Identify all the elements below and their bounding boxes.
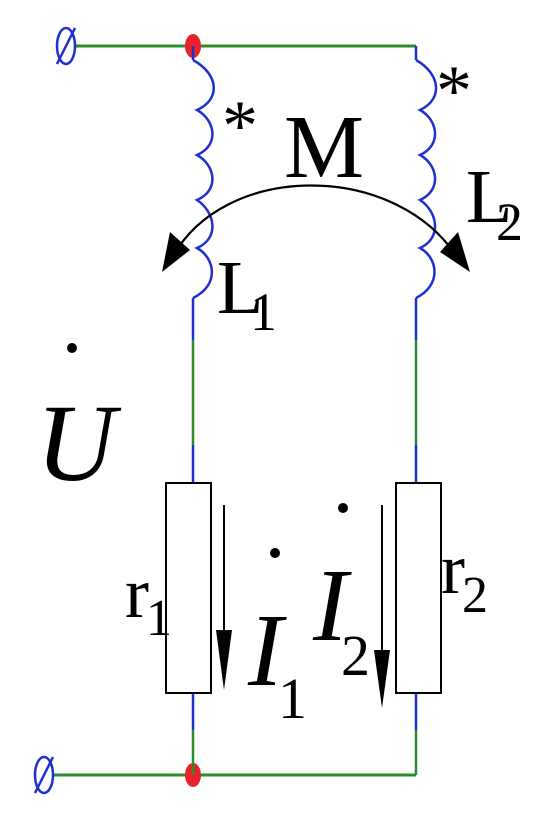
inductor-l2-subscript: 2 [496,192,523,252]
resistor-r2-subscript: 2 [462,567,488,624]
mutual-arrow-left [162,232,190,272]
mutual-arrow-right [440,232,470,272]
resistor-r2-label: r [441,529,465,609]
current-i2-dot [338,503,348,513]
inductor-l1-subscript: 1 [250,282,277,342]
current-i2-label: I [312,548,352,663]
inductor-l2 [414,46,438,300]
inductor-l2-label: L [466,155,512,239]
current-arrow-i2 [374,505,390,708]
top-terminal [55,26,77,66]
mutual-label: M [284,98,364,197]
current-i2-subscript: 2 [341,623,370,688]
dot-marker-l1: * [222,86,258,166]
inductor-l1-label: L [217,246,263,330]
resistor-r1-label: r [125,553,149,633]
bottom-terminal [33,755,55,795]
resistor-r2 [395,482,442,694]
mutual-inductance-arc [169,184,461,263]
dot-marker-l2: * [436,51,472,131]
resistor-r1-subscript: 1 [146,590,172,647]
current-i1-label: I [247,593,287,708]
inductor-l1 [191,46,215,300]
source-dot [67,343,77,353]
current-i1-dot [270,548,280,558]
source-label: U [36,382,122,504]
resistor-r1 [165,482,212,694]
current-i1-subscript: 1 [278,666,307,731]
current-arrow-i1 [216,505,232,690]
